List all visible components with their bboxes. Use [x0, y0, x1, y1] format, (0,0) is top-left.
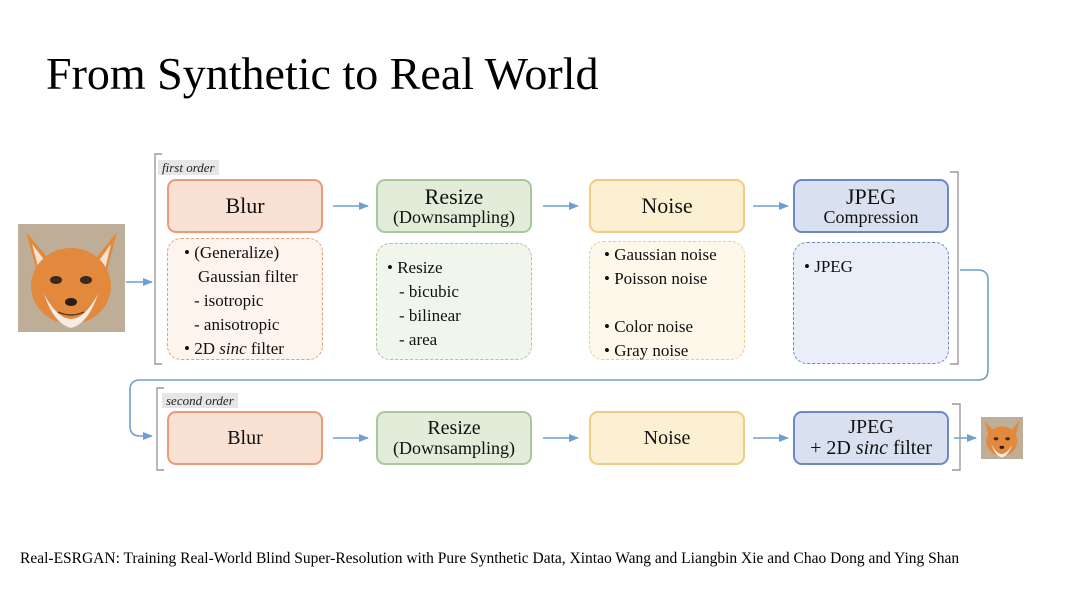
blur-detail-1: • (Generalize)	[184, 243, 280, 262]
jpeg-detail-1: • JPEG	[804, 257, 853, 276]
noise-detail-4: • Gray noise	[604, 341, 689, 360]
second-resize-sub: (Downsampling)	[393, 438, 515, 459]
second-jpeg-title: JPEG	[848, 416, 894, 438]
second-resize-box: Resize (Downsampling)	[376, 411, 532, 465]
first-order-label: first order	[158, 160, 219, 175]
first-jpeg-sub: Compression	[823, 207, 919, 228]
slide-title: From Synthetic to Real World	[46, 48, 599, 99]
bracket-first-left	[154, 153, 162, 365]
second-order-label: second order	[162, 393, 238, 408]
first-resize-title: Resize	[424, 184, 484, 209]
bracket-first-right	[950, 171, 959, 365]
noise-detail-2: • Poisson noise	[604, 269, 708, 288]
bracket-second-left	[156, 387, 164, 471]
first-noise-label: Noise	[641, 193, 693, 219]
first-resize-sub: (Downsampling)	[393, 207, 515, 228]
second-noise-label: Noise	[643, 426, 691, 449]
first-noise-box: Noise	[589, 179, 745, 233]
jpeg-details-box: • JPEG	[793, 242, 949, 364]
blur-detail-5: • 2D sinc filter	[184, 339, 284, 358]
resize-detail-3: - bilinear	[399, 306, 461, 325]
first-blur-label: Blur	[225, 193, 265, 219]
first-blur-box: Blur	[167, 179, 323, 233]
blur-detail-4: - anisotropic	[194, 315, 280, 334]
first-jpeg-title: JPEG	[845, 184, 897, 209]
noise-detail-3: • Color noise	[604, 317, 694, 336]
second-noise-box: Noise	[589, 411, 745, 465]
input-fox-image	[18, 224, 125, 332]
resize-details-box: • Resize - bicubic - bilinear - area	[376, 243, 532, 360]
arrow-first-to-second	[129, 269, 989, 440]
resize-detail-2: - bicubic	[399, 282, 459, 301]
second-resize-title: Resize	[427, 417, 481, 440]
noise-detail-1: • Gaussian noise	[604, 245, 717, 264]
citation-text: Real-ESRGAN: Training Real-World Blind S…	[20, 550, 960, 567]
blur-detail-3: - isotropic	[194, 291, 264, 310]
blur-detail-2: Gaussian filter	[198, 267, 298, 286]
output-fox-image	[981, 417, 1023, 459]
second-blur-label: Blur	[227, 426, 263, 449]
second-jpeg-sub: + 2D sinc filter	[810, 437, 932, 459]
noise-details-box: • Gaussian noise • Poisson noise • Color…	[589, 241, 745, 360]
second-jpeg-box: JPEG + 2D sinc filter	[793, 411, 949, 465]
blur-details-box: • (Generalize) Gaussian filter - isotrop…	[167, 238, 323, 360]
resize-detail-4: - area	[399, 330, 438, 349]
resize-detail-1: • Resize	[387, 258, 443, 277]
bracket-second-right	[952, 403, 961, 471]
second-blur-box: Blur	[167, 411, 323, 465]
first-jpeg-box: JPEG Compression	[793, 179, 949, 233]
first-resize-box: Resize (Downsampling)	[376, 179, 532, 233]
